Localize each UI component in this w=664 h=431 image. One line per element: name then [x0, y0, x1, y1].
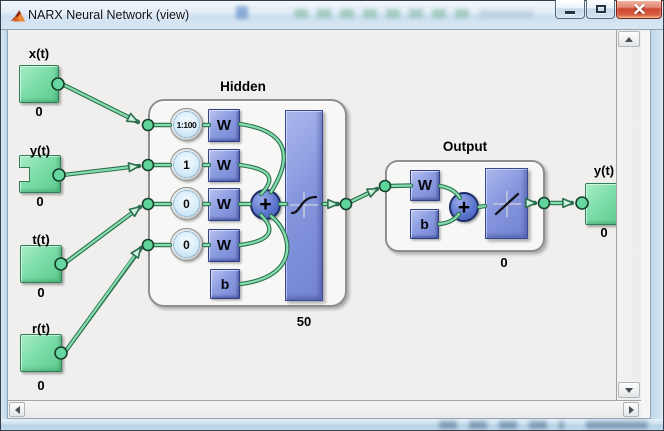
- scroll-down-icon: [625, 387, 633, 393]
- background-blur: [294, 9, 469, 18]
- title-bar[interactable]: NARX Neural Network (view): [1, 1, 663, 30]
- sum-junction: +: [250, 189, 281, 220]
- horizontal-scrollbar[interactable]: [8, 400, 641, 418]
- delay-value: 1:100: [173, 111, 200, 138]
- frame-hairline: [7, 30, 8, 419]
- minimize-icon: [565, 11, 575, 14]
- scroll-right-icon: [628, 405, 634, 414]
- scroll-left-button[interactable]: [9, 402, 25, 417]
- window-frame-glass: [1, 419, 663, 430]
- purelin-transfer-block: [484, 168, 528, 239]
- window-title: NARX Neural Network (view): [28, 8, 190, 22]
- input-block-y: [19, 155, 61, 193]
- delay-value: 0: [173, 231, 200, 258]
- background-blur: [479, 10, 534, 18]
- window-frame-glass: [651, 29, 663, 430]
- delay-block-2: 1: [170, 148, 203, 181]
- scroll-right-button[interactable]: [623, 402, 639, 417]
- input-size: 0: [36, 194, 44, 209]
- input-label: y(t): [29, 143, 51, 158]
- minimize-button[interactable]: [555, 0, 585, 19]
- window-border: [0, 0, 1, 431]
- delay-block-1: 1:100: [170, 108, 203, 141]
- weight-block: W: [208, 148, 240, 182]
- background-blur: [236, 6, 248, 19]
- scroll-up-button[interactable]: [618, 31, 640, 47]
- vertical-scrollbar[interactable]: [616, 30, 641, 400]
- input-size: 0: [35, 104, 43, 119]
- input-label: x(t): [28, 46, 50, 61]
- tansig-transfer-block: [285, 110, 323, 301]
- maximize-button[interactable]: [586, 0, 615, 19]
- linear-icon: [492, 191, 521, 217]
- matlab-icon: [10, 10, 26, 22]
- delay-block-4: 0: [170, 228, 203, 261]
- weight-block: W: [208, 187, 240, 221]
- output-size: 0: [600, 225, 608, 240]
- scroll-left-icon: [14, 405, 20, 414]
- input-block-t: [20, 245, 62, 283]
- window-border: [0, 0, 664, 1]
- bias-block: b: [410, 209, 439, 239]
- sigmoid-icon: [290, 192, 318, 218]
- close-button[interactable]: [616, 0, 662, 19]
- hidden-layer-size: 50: [296, 314, 312, 329]
- weight-block: W: [208, 108, 240, 142]
- background-blur: [586, 421, 648, 429]
- output-layer-size: 0: [500, 255, 508, 270]
- scroll-up-icon: [625, 36, 633, 42]
- hidden-layer-title: Hidden: [220, 79, 266, 94]
- bias-block: b: [210, 269, 240, 299]
- output-label: y(t): [593, 163, 615, 178]
- frame-hairline: [7, 418, 651, 419]
- sum-junction: +: [449, 192, 479, 222]
- background-blur: [439, 421, 564, 429]
- input-block-x: [19, 65, 59, 103]
- delay-block-3: 0: [170, 187, 203, 220]
- maximize-icon: [595, 5, 606, 13]
- frame-gutter: [641, 30, 650, 418]
- weight-block: W: [410, 170, 440, 201]
- window-frame-glass: [1, 29, 7, 430]
- frame-hairline: [650, 30, 651, 419]
- input-size: 0: [37, 378, 45, 393]
- output-layer-title: Output: [442, 139, 488, 154]
- scroll-down-button[interactable]: [618, 382, 640, 398]
- input-label: r(t): [31, 321, 51, 336]
- delay-value: 0: [173, 190, 200, 217]
- network-diagram-canvas: x(t) 0 y(t) 0 t(t) 0 r(t) 0 Hidden 50 Ou…: [8, 30, 634, 400]
- input-label: t(t): [32, 232, 50, 247]
- weight-block: W: [208, 228, 240, 262]
- close-icon: [633, 4, 645, 14]
- delay-value: 1: [173, 151, 200, 178]
- feedback-notch: [19, 167, 30, 182]
- input-block-r: [20, 334, 62, 372]
- input-size: 0: [37, 285, 45, 300]
